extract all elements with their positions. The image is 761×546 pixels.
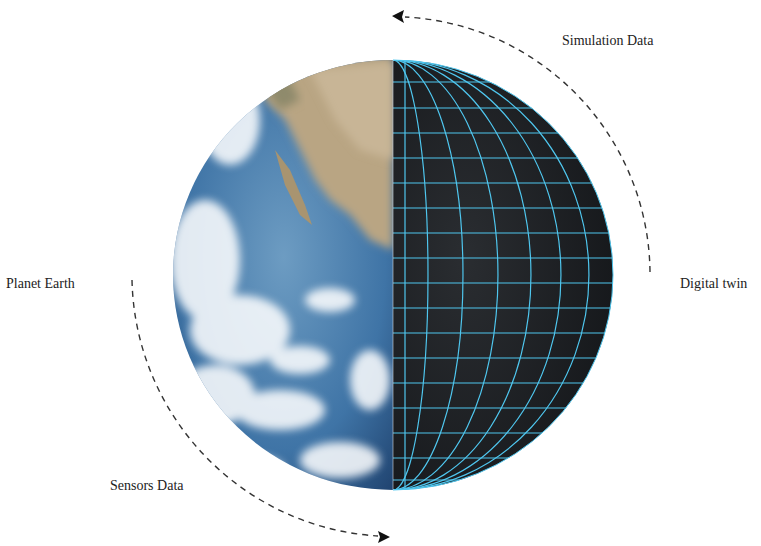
side-label: Planet Earth [6,276,75,293]
flow-label: Sensors Data [110,478,184,495]
side-label: Digital twin [680,276,747,293]
flow-label: Simulation Data [562,33,653,50]
